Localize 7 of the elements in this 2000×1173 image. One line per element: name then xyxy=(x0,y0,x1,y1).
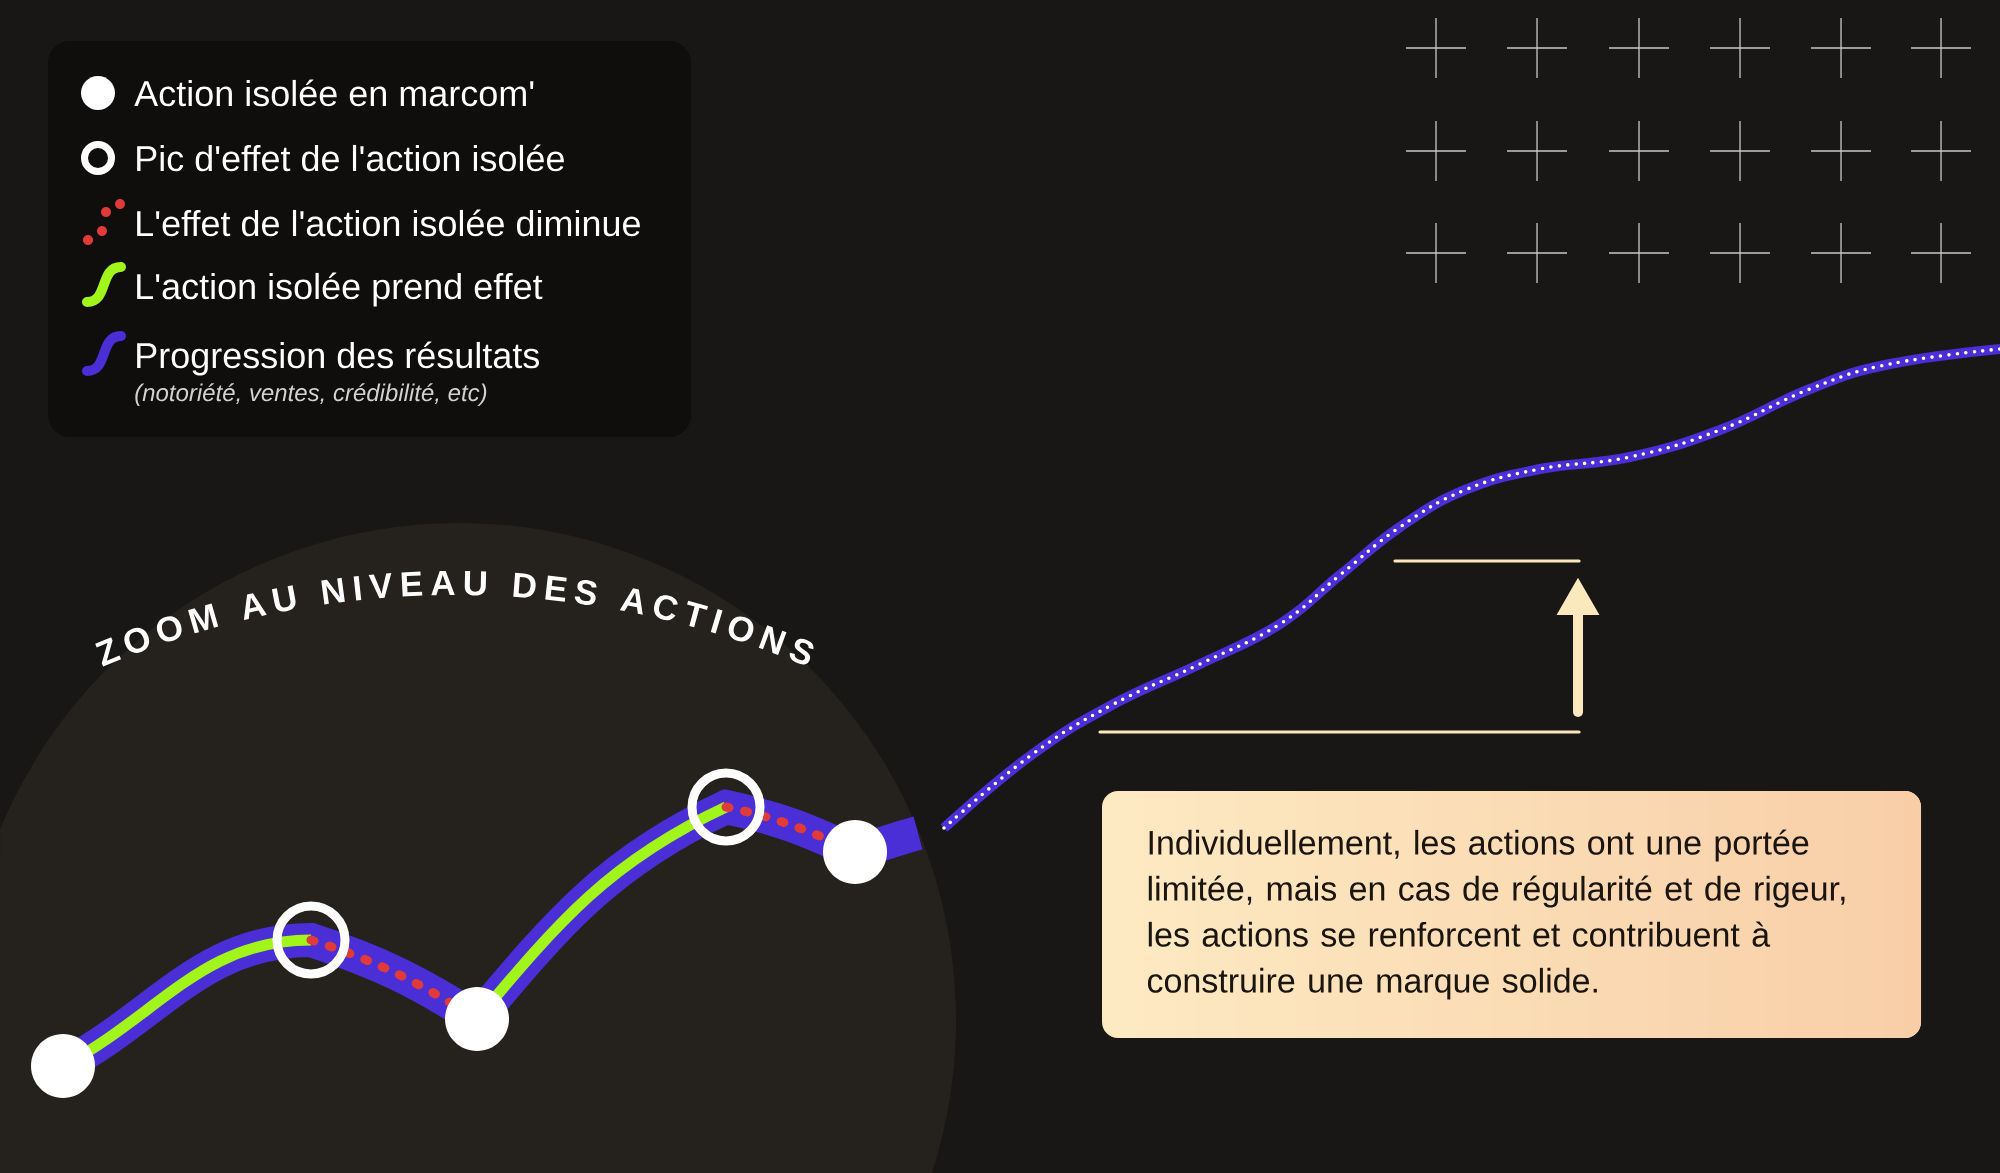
legend-label: Pic d'effet de l'action isolée xyxy=(137,144,564,172)
legend-label: Action isolée en marcom' xyxy=(134,79,534,107)
legend-label: L'action isolée prend effet xyxy=(137,272,543,307)
legend-label: Progression des résultats xyxy=(137,341,539,376)
legend-note: (notoriété, ventes, crédibilité, etc) xyxy=(135,383,487,406)
callout-box: Individuellement, les actions ont une portée limitée, mais en cas de régularité et de rigeur, les actions se renforcent et contribuent à construire une marque solide. xyxy=(1102,791,1921,1038)
legend-label: L'effet de l'action isolée diminue xyxy=(137,209,640,237)
